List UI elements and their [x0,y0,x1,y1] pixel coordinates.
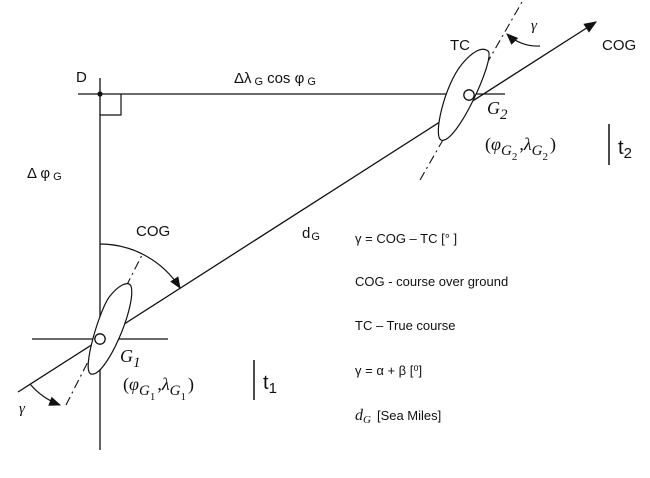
legend-gamma-sum: γ = α + β [⁰] [355,363,422,378]
ship-g1-center [94,333,106,345]
t2-label: t2 [618,137,632,162]
g1-label: G1 [120,346,141,371]
legend-distance: dG[Sea Miles] [355,407,441,426]
ship-g1-hull [87,283,133,375]
g1-coordinates: (φG1,λG1) [123,374,194,403]
point-d-label: D [76,69,87,86]
ship-g2-center [463,89,475,101]
point-d-dot [97,91,103,97]
distance-label: dG [302,225,320,243]
gamma-top-label: γ [531,18,538,34]
g2-label: G2 [487,98,508,123]
right-angle-marker [100,94,122,116]
t1-label: t1 [263,372,277,397]
cog-arrow-label: COG [602,37,636,54]
g2-coordinates: (φG2,λG2) [485,134,556,163]
legend-cog-definition: COG - course over ground [355,274,508,289]
cog-angle-arc [99,243,181,290]
legend-tc-definition: TC – True course [355,318,455,333]
tc-label: TC [450,37,470,54]
gamma-arc-top [506,33,541,47]
cog-angle-label: COG [136,223,170,240]
legend-gamma-definition: γ = COG – TC [° ] [355,231,457,246]
gamma-bottom-label: γ [19,401,26,417]
gamma-arc-bottom [29,383,62,406]
